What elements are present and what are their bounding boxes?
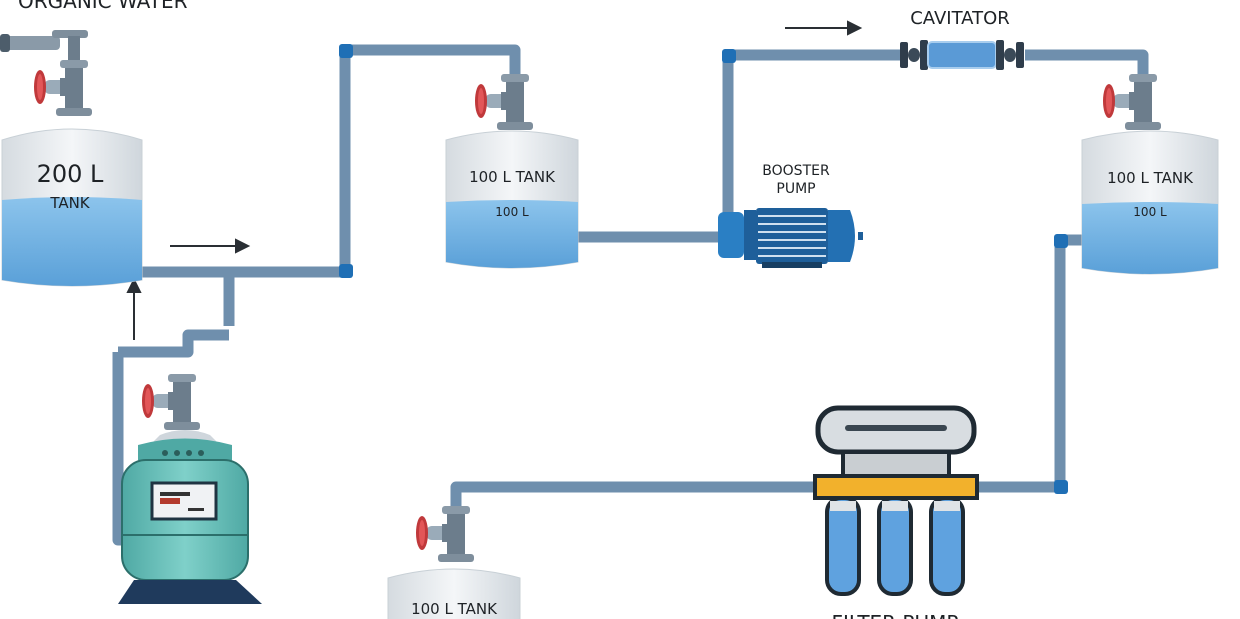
valve-icon <box>475 74 533 130</box>
filter-pump: FILTER PUMP <box>813 405 979 619</box>
tank-capacity-label: 200 L <box>37 160 104 188</box>
tank-b: 100 L TANK 100 L <box>1081 74 1219 275</box>
tank-title-label: 100 L TANK <box>469 168 556 186</box>
tank-title-label: TANK <box>49 194 90 212</box>
source-tank: 200 L TANK <box>0 30 143 287</box>
cavitator-label: CAVITATOR <box>910 8 1010 29</box>
valve-icon <box>416 506 474 562</box>
cavitator: CAVITATOR <box>900 8 1024 70</box>
valve-icon <box>142 374 200 430</box>
valve-icon <box>1103 74 1161 130</box>
booster-pump-label: PUMP <box>776 181 815 197</box>
filter-pump-label: FILTER PUMP <box>832 611 959 619</box>
tank-fill-label: 100 L <box>495 205 529 219</box>
pipe-network <box>112 44 1149 546</box>
tank-title-label: 100 L TANK <box>1107 169 1194 187</box>
pipe-filter-to-tank-b <box>975 234 1085 493</box>
arrow-right-icon <box>235 238 251 254</box>
pipe-cavitator-to-tank-b <box>1025 49 1149 78</box>
booster-pump: BOOSTER PUMP <box>718 163 863 268</box>
pipe-joints <box>339 44 1068 494</box>
softener-vessel <box>118 374 262 604</box>
pipe-softener-header <box>118 329 229 358</box>
arrow-right-icon <box>847 20 863 36</box>
tank-title-label: 100 L TANK <box>411 600 498 618</box>
tank-a: 100 L TANK 100 L <box>445 74 579 269</box>
flow-arrows <box>126 20 863 340</box>
organic-water-label: ORGANIC WATER <box>18 0 188 13</box>
pipe-filter-to-tank-c <box>450 481 815 510</box>
arrow-up-icon <box>126 277 142 293</box>
tank-fill-label: 100 L <box>1133 205 1167 219</box>
valve-icon <box>34 60 92 116</box>
tank-c: 100 L TANK <box>387 506 521 619</box>
pipe-pump-to-cavitator <box>722 49 905 232</box>
booster-pump-label: BOOSTER <box>762 163 830 179</box>
